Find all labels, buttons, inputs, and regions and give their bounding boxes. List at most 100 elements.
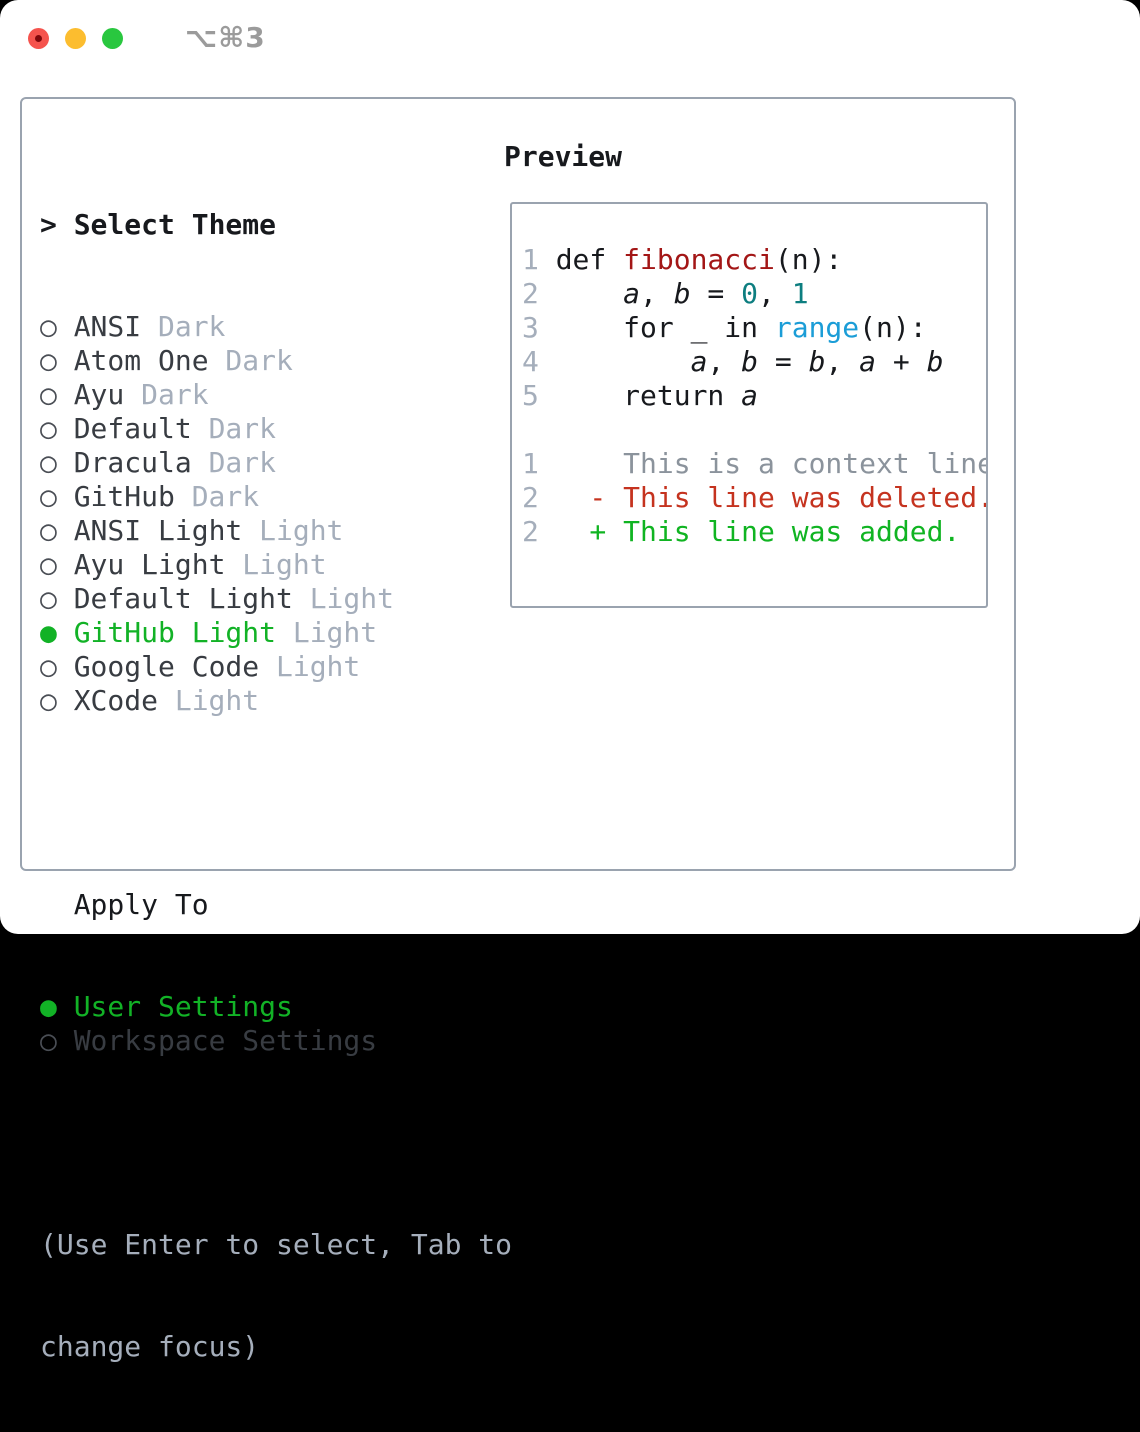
theme-name: Default Light <box>73 582 293 615</box>
close-modified-dot <box>35 34 42 42</box>
minimize-button[interactable] <box>65 27 86 49</box>
theme-item-ansi[interactable]: ○ ANSI Dark <box>40 310 512 344</box>
line-number: 2 <box>522 277 539 310</box>
code-line: 4 a, b = b, a + b <box>522 345 986 379</box>
theme-variant: Dark <box>208 412 276 445</box>
code-token: a <box>859 345 877 378</box>
theme-name: ANSI <box>73 310 142 343</box>
theme-name: Dracula <box>73 446 192 479</box>
radio-unselected-icon: ○ <box>40 378 57 411</box>
code-token: , <box>707 345 742 378</box>
theme-variant: Light <box>259 514 344 547</box>
code-line: 2 - This line was deleted. <box>522 481 986 515</box>
apply-option-label: Workspace Settings <box>73 1024 378 1057</box>
theme-variant: Light <box>275 650 361 683</box>
code-token: (n): <box>859 311 927 344</box>
theme-item-github-light[interactable]: ● GitHub Light Light <box>40 616 512 650</box>
hint-text-line-1: (Use Enter to select, Tab to <box>40 1228 513 1261</box>
theme-name: XCode <box>73 684 158 717</box>
radio-unselected-icon: ○ <box>40 446 57 479</box>
close-button[interactable] <box>28 27 49 49</box>
code-token: + This line was added. <box>555 515 961 548</box>
radio-selected-icon: ● <box>40 616 57 649</box>
code-token: 1 <box>791 277 809 310</box>
theme-item-xcode[interactable]: ○ XCode Light <box>40 684 512 718</box>
theme-item-google-code[interactable]: ○ Google Code Light <box>40 650 512 684</box>
line-number: 1 <box>522 447 539 480</box>
theme-variant: Light <box>242 548 327 581</box>
code-line: 3 for _ in range(n): <box>522 311 986 345</box>
code-token: , <box>825 345 860 378</box>
cursor-indicator: > <box>40 208 57 241</box>
code-token: (n): <box>774 243 843 276</box>
code-line <box>522 413 986 447</box>
code-token: b <box>808 345 826 378</box>
code-token: a <box>741 379 758 412</box>
code-token: def <box>555 243 624 276</box>
code-token: range <box>774 311 860 344</box>
code-token: = <box>690 277 742 310</box>
code-token <box>556 345 691 378</box>
apply-to-header: Apply To <box>73 888 209 921</box>
line-number: 1 <box>522 243 539 276</box>
maximize-button[interactable] <box>102 27 123 49</box>
code-token: fibonacci <box>623 243 775 276</box>
apply-option-workspace-settings[interactable]: ○Workspace Settings <box>40 1024 512 1058</box>
apply-option-user-settings[interactable]: ●User Settings <box>40 990 512 1024</box>
theme-variant: Dark <box>157 310 226 343</box>
theme-variant: Light <box>174 684 260 717</box>
apply-to-list: ●User Settings○Workspace Settings <box>40 990 512 1058</box>
line-number: 5 <box>522 379 539 412</box>
theme-name: Ayu Light <box>73 548 226 581</box>
theme-name: GitHub Light <box>73 616 276 649</box>
line-number: 3 <box>522 311 539 344</box>
code-line: 2 a, b = 0, 1 <box>522 277 986 311</box>
theme-variant: Dark <box>141 378 209 411</box>
code-token: - This line was deleted. <box>555 481 988 514</box>
theme-name: Ayu <box>73 378 125 411</box>
code-token: a <box>623 277 640 310</box>
line-number: 2 <box>522 515 539 548</box>
code-line: 1 def fibonacci(n): <box>522 243 986 277</box>
theme-name: Atom One <box>73 344 209 377</box>
code-line: 2 + This line was added. <box>522 515 986 549</box>
select-theme-header: > Select Theme <box>40 208 512 242</box>
line-number: 4 <box>522 345 539 378</box>
titlebar: ⌥⌘3 <box>28 21 266 54</box>
radio-unselected-icon: ○ <box>40 582 57 615</box>
theme-variant: Light <box>292 616 378 649</box>
theme-item-dracula[interactable]: ○ Dracula Dark <box>40 446 512 480</box>
radio-unselected-icon: ○ <box>40 650 57 683</box>
hint-text-line-2: change focus) <box>40 1330 260 1363</box>
code-token: b <box>926 345 944 378</box>
radio-unselected-icon: ○ <box>40 480 57 513</box>
radio-unselected-icon: ○ <box>40 344 57 377</box>
window-title: ⌥⌘3 <box>185 21 266 54</box>
theme-item-atom-one[interactable]: ○ Atom One Dark <box>40 344 512 378</box>
radio-unselected-icon: ○ <box>40 684 57 717</box>
code-token: = <box>758 345 809 378</box>
radio-unselected-icon: ○ <box>40 514 57 547</box>
theme-name: ANSI Light <box>73 514 243 547</box>
line-number: 2 <box>522 481 539 514</box>
code-line: 1 This is a context line. <box>522 447 986 481</box>
theme-variant: Dark <box>225 344 293 377</box>
select-theme-title: Select Theme <box>73 208 276 241</box>
theme-item-ansi-light[interactable]: ○ ANSI Light Light <box>40 514 512 548</box>
theme-variant: Dark <box>208 446 276 479</box>
code-token: 0 <box>741 277 759 310</box>
preview-header: Preview <box>504 140 623 173</box>
radio-unselected-icon: ○ <box>40 310 57 343</box>
code-token: a <box>690 345 708 378</box>
theme-item-ayu[interactable]: ○ Ayu Dark <box>40 378 512 412</box>
apply-option-label: User Settings <box>73 990 293 1023</box>
theme-name: Google Code <box>73 650 260 683</box>
